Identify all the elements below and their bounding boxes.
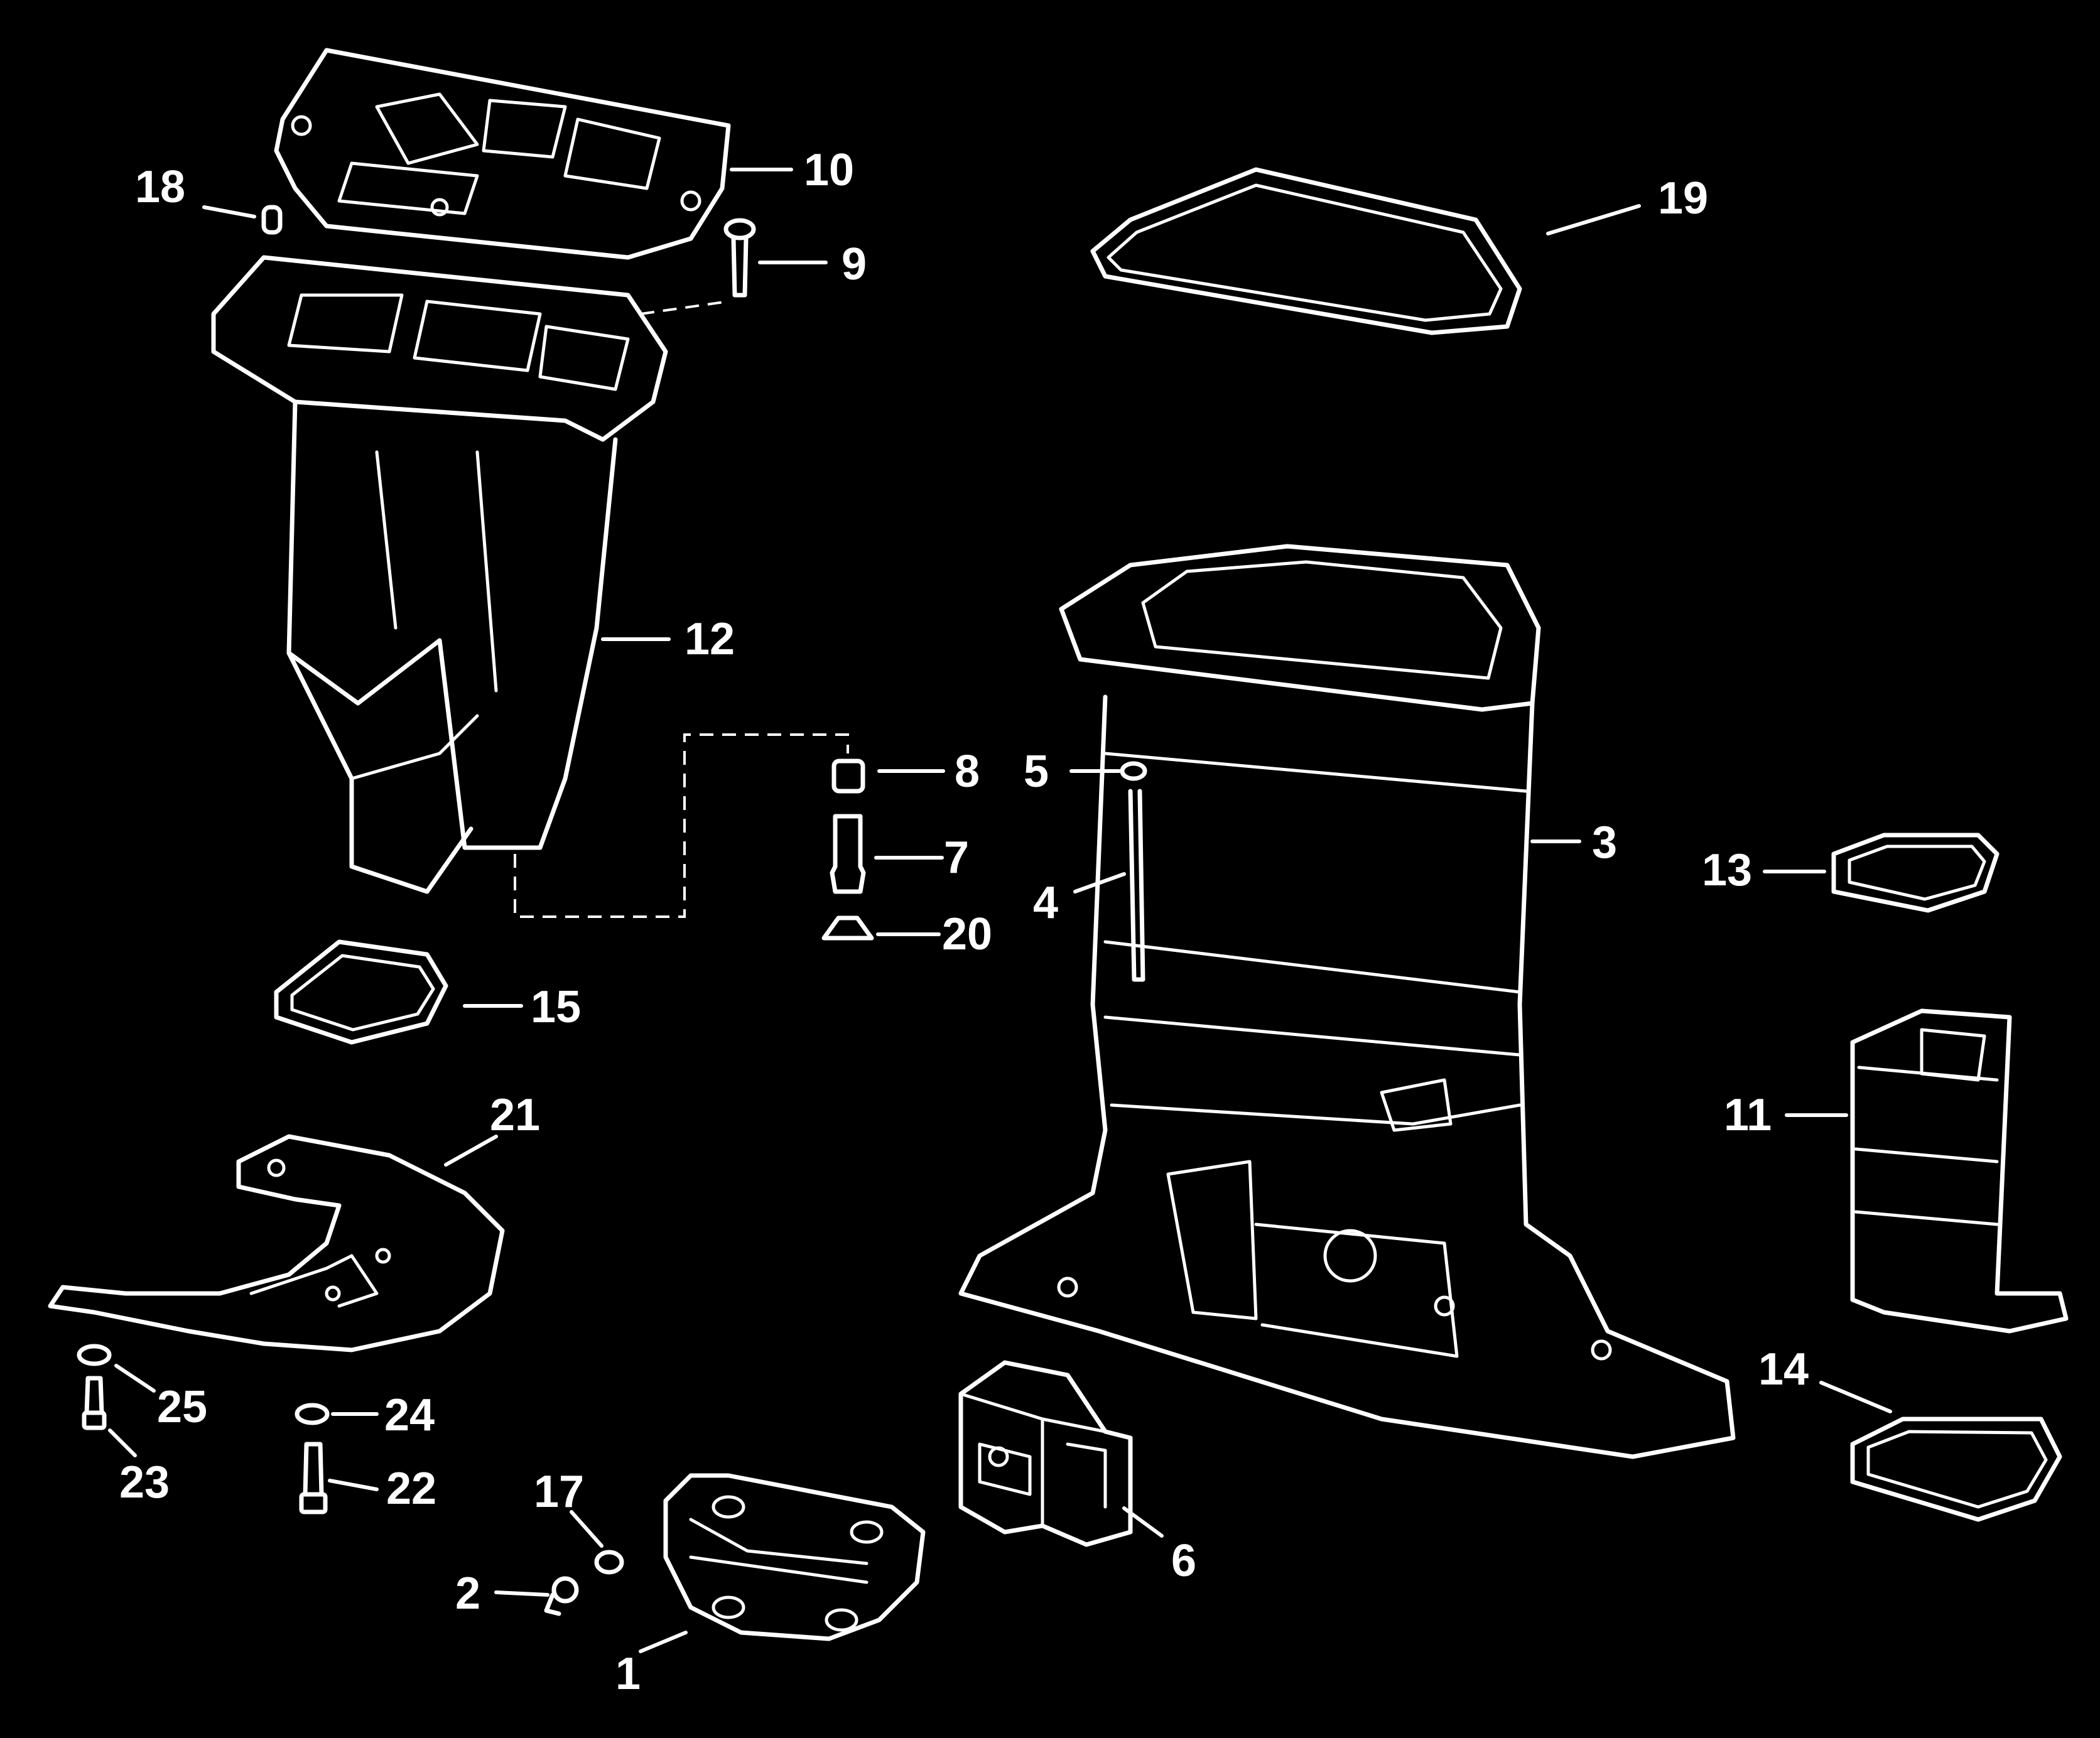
callout-21: 21 xyxy=(490,1090,540,1140)
callout-3: 3 xyxy=(1592,818,1617,868)
part-17-washer xyxy=(594,1550,624,1575)
part-21-plate xyxy=(48,1134,505,1352)
leader-14 xyxy=(1819,1381,1892,1413)
callout-14: 14 xyxy=(1758,1344,1809,1395)
part-19-seal xyxy=(1090,167,1522,335)
dashed-connector-9 xyxy=(640,300,729,315)
leader-6 xyxy=(1122,1506,1164,1538)
callout-5: 5 xyxy=(1024,747,1049,797)
part-25-washer xyxy=(77,1344,112,1366)
callout-8: 8 xyxy=(955,747,980,797)
leader-lines xyxy=(108,168,1892,1653)
leader-25 xyxy=(114,1364,156,1393)
leader-22 xyxy=(328,1479,379,1491)
callout-13: 13 xyxy=(1702,845,1752,895)
part-6-mount xyxy=(958,1360,1133,1547)
callout-9: 9 xyxy=(842,239,867,289)
callout-1: 1 xyxy=(615,1649,641,1699)
part-7-tube xyxy=(830,814,866,894)
part-2-screw xyxy=(544,1576,579,1616)
part-13-seal xyxy=(1831,833,2000,913)
leader-4 xyxy=(1073,872,1126,893)
leader-23 xyxy=(108,1428,137,1457)
dashed-connector xyxy=(514,733,849,918)
callout-15: 15 xyxy=(531,982,581,1032)
leader-18 xyxy=(202,205,256,219)
callout-18: 18 xyxy=(135,162,185,212)
callout-23: 23 xyxy=(119,1457,170,1508)
callout-4: 4 xyxy=(1033,878,1058,928)
leader-21 xyxy=(444,1135,498,1167)
callout-7: 7 xyxy=(944,833,969,883)
callout-labels: 10 18 9 19 12 8 5 3 13 7 4 20 15 11 21 1… xyxy=(119,145,1809,1699)
callout-19: 19 xyxy=(1658,173,1708,224)
part-3-driveshaft-housing xyxy=(958,544,1736,1459)
callout-12: 12 xyxy=(685,614,735,664)
part-24-nut xyxy=(295,1403,330,1425)
part-9-bolt xyxy=(723,218,756,298)
part-18-pin xyxy=(261,205,283,235)
part-22-bolt xyxy=(299,1442,328,1514)
callout-11: 11 xyxy=(1724,1090,1772,1140)
callout-20: 20 xyxy=(942,909,992,959)
part-1-cover xyxy=(663,1473,926,1641)
part-15-seal xyxy=(274,939,448,1045)
part-11-exhaust-tube xyxy=(1850,1008,2069,1334)
part-20-grommet xyxy=(821,915,874,941)
leader-1 xyxy=(639,1631,688,1653)
leader-17 xyxy=(570,1510,603,1548)
callout-25: 25 xyxy=(157,1382,207,1432)
part-4-stud xyxy=(1128,789,1145,982)
callout-17: 17 xyxy=(534,1467,584,1517)
part-14-seal xyxy=(1850,1417,2062,1522)
callout-10: 10 xyxy=(804,145,854,195)
part-10-gasket xyxy=(274,48,731,260)
callout-22: 22 xyxy=(386,1464,436,1514)
callout-2: 2 xyxy=(455,1568,480,1619)
callout-24: 24 xyxy=(384,1390,435,1440)
callout-6: 6 xyxy=(1171,1536,1196,1586)
part-23-bolt xyxy=(82,1376,107,1430)
part-5-nut xyxy=(1120,761,1147,781)
leader-19 xyxy=(1546,204,1641,235)
part-8-bushing xyxy=(831,758,865,794)
part-12-adapter-housing xyxy=(211,255,668,894)
leader-2 xyxy=(494,1590,549,1597)
